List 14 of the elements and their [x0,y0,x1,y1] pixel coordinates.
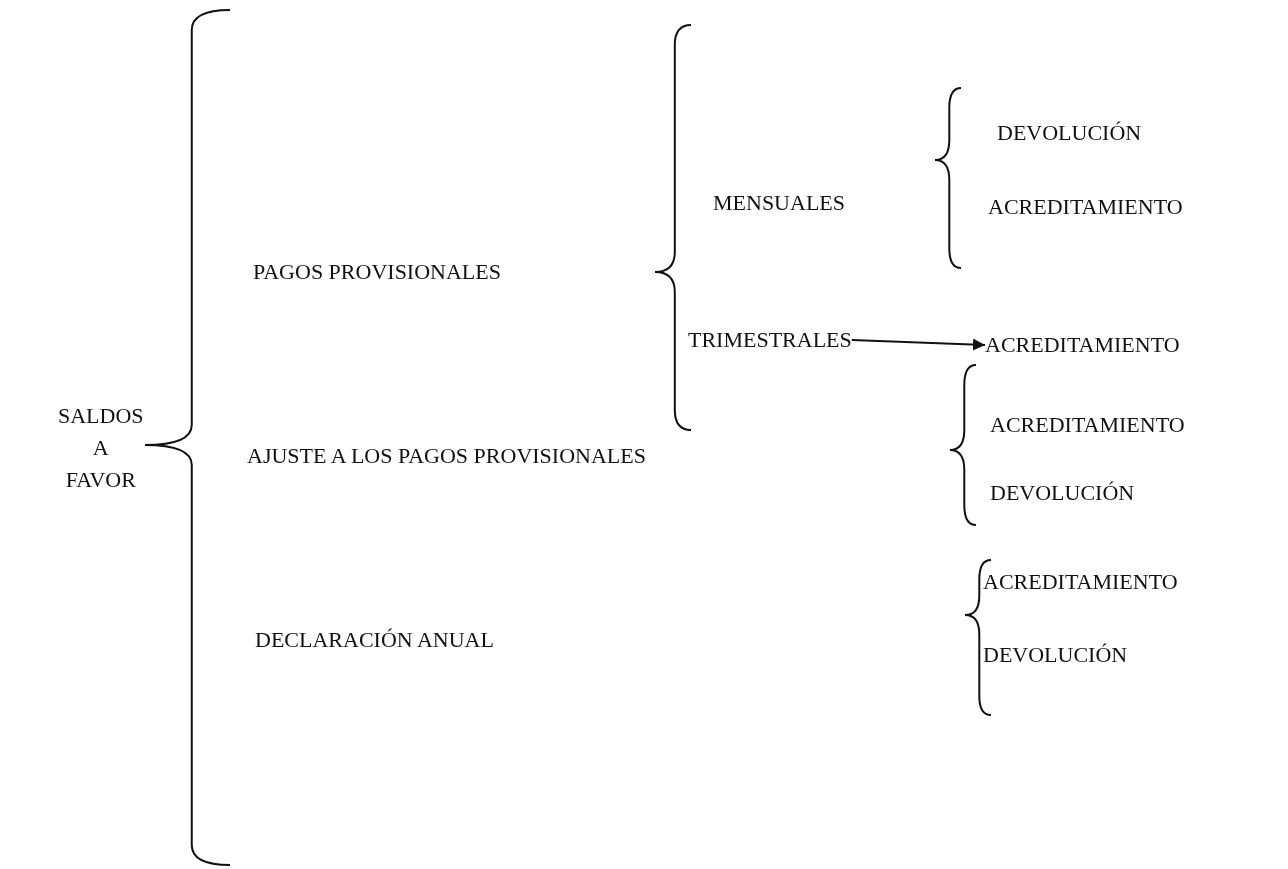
option-label: ACREDITAMIENTO [988,193,1183,221]
option-label: ACREDITAMIENTO [990,411,1185,439]
category-label: DECLARACIÓN ANUAL [255,626,494,654]
category-label: PAGOS PROVISIONALES [253,258,501,286]
subcategory-label: TRIMESTRALES [688,325,852,355]
option-label: ACREDITAMIENTO [985,330,1180,360]
option-label: ACREDITAMIENTO [983,568,1178,596]
diagram-root-label: SALDOS A FAVOR [58,402,144,494]
option-label: DEVOLUCIÓN [983,641,1128,669]
subcategory-label: MENSUALES [713,189,845,217]
category-label: AJUSTE A LOS PAGOS PROVISIONALES [247,442,646,470]
option-label: DEVOLUCIÓN [997,119,1142,147]
arrow [850,338,986,351]
option-label: DEVOLUCIÓN [990,479,1135,507]
